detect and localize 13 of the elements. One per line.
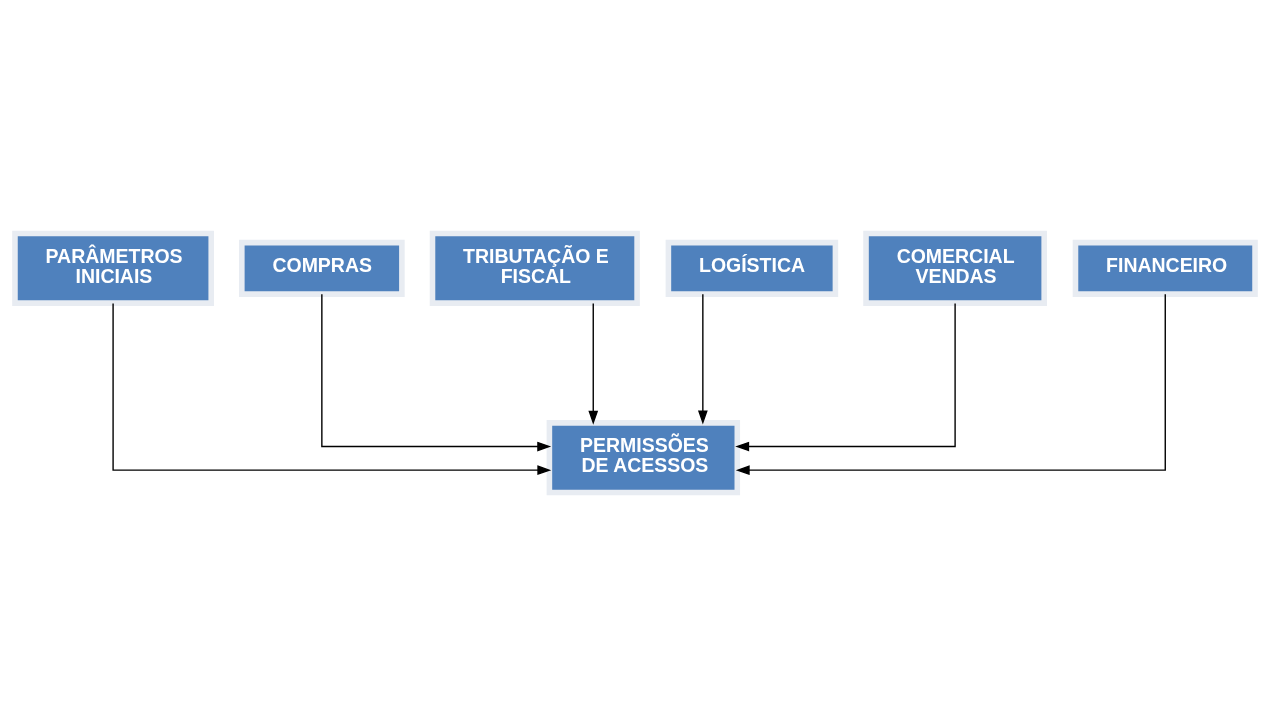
arrow — [588, 302, 599, 425]
arrow — [697, 293, 708, 425]
node-box: LOGÍSTICA — [665, 239, 839, 297]
node-box: COMERCIAL VENDAS — [863, 230, 1047, 306]
node-box: FINANCEIRO — [1072, 239, 1258, 297]
arrow — [112, 302, 552, 476]
arrow — [735, 293, 1166, 476]
node-box: COMPRAS — [239, 239, 405, 297]
arrow — [321, 293, 552, 452]
node-box: PARÂMETROS INICIAIS — [12, 230, 214, 306]
arrow — [735, 302, 956, 452]
node-box: PERMISSÕES DE ACESSOS — [546, 420, 741, 496]
node-box: TRIBUTAÇÃO E FISCAL — [429, 230, 640, 306]
